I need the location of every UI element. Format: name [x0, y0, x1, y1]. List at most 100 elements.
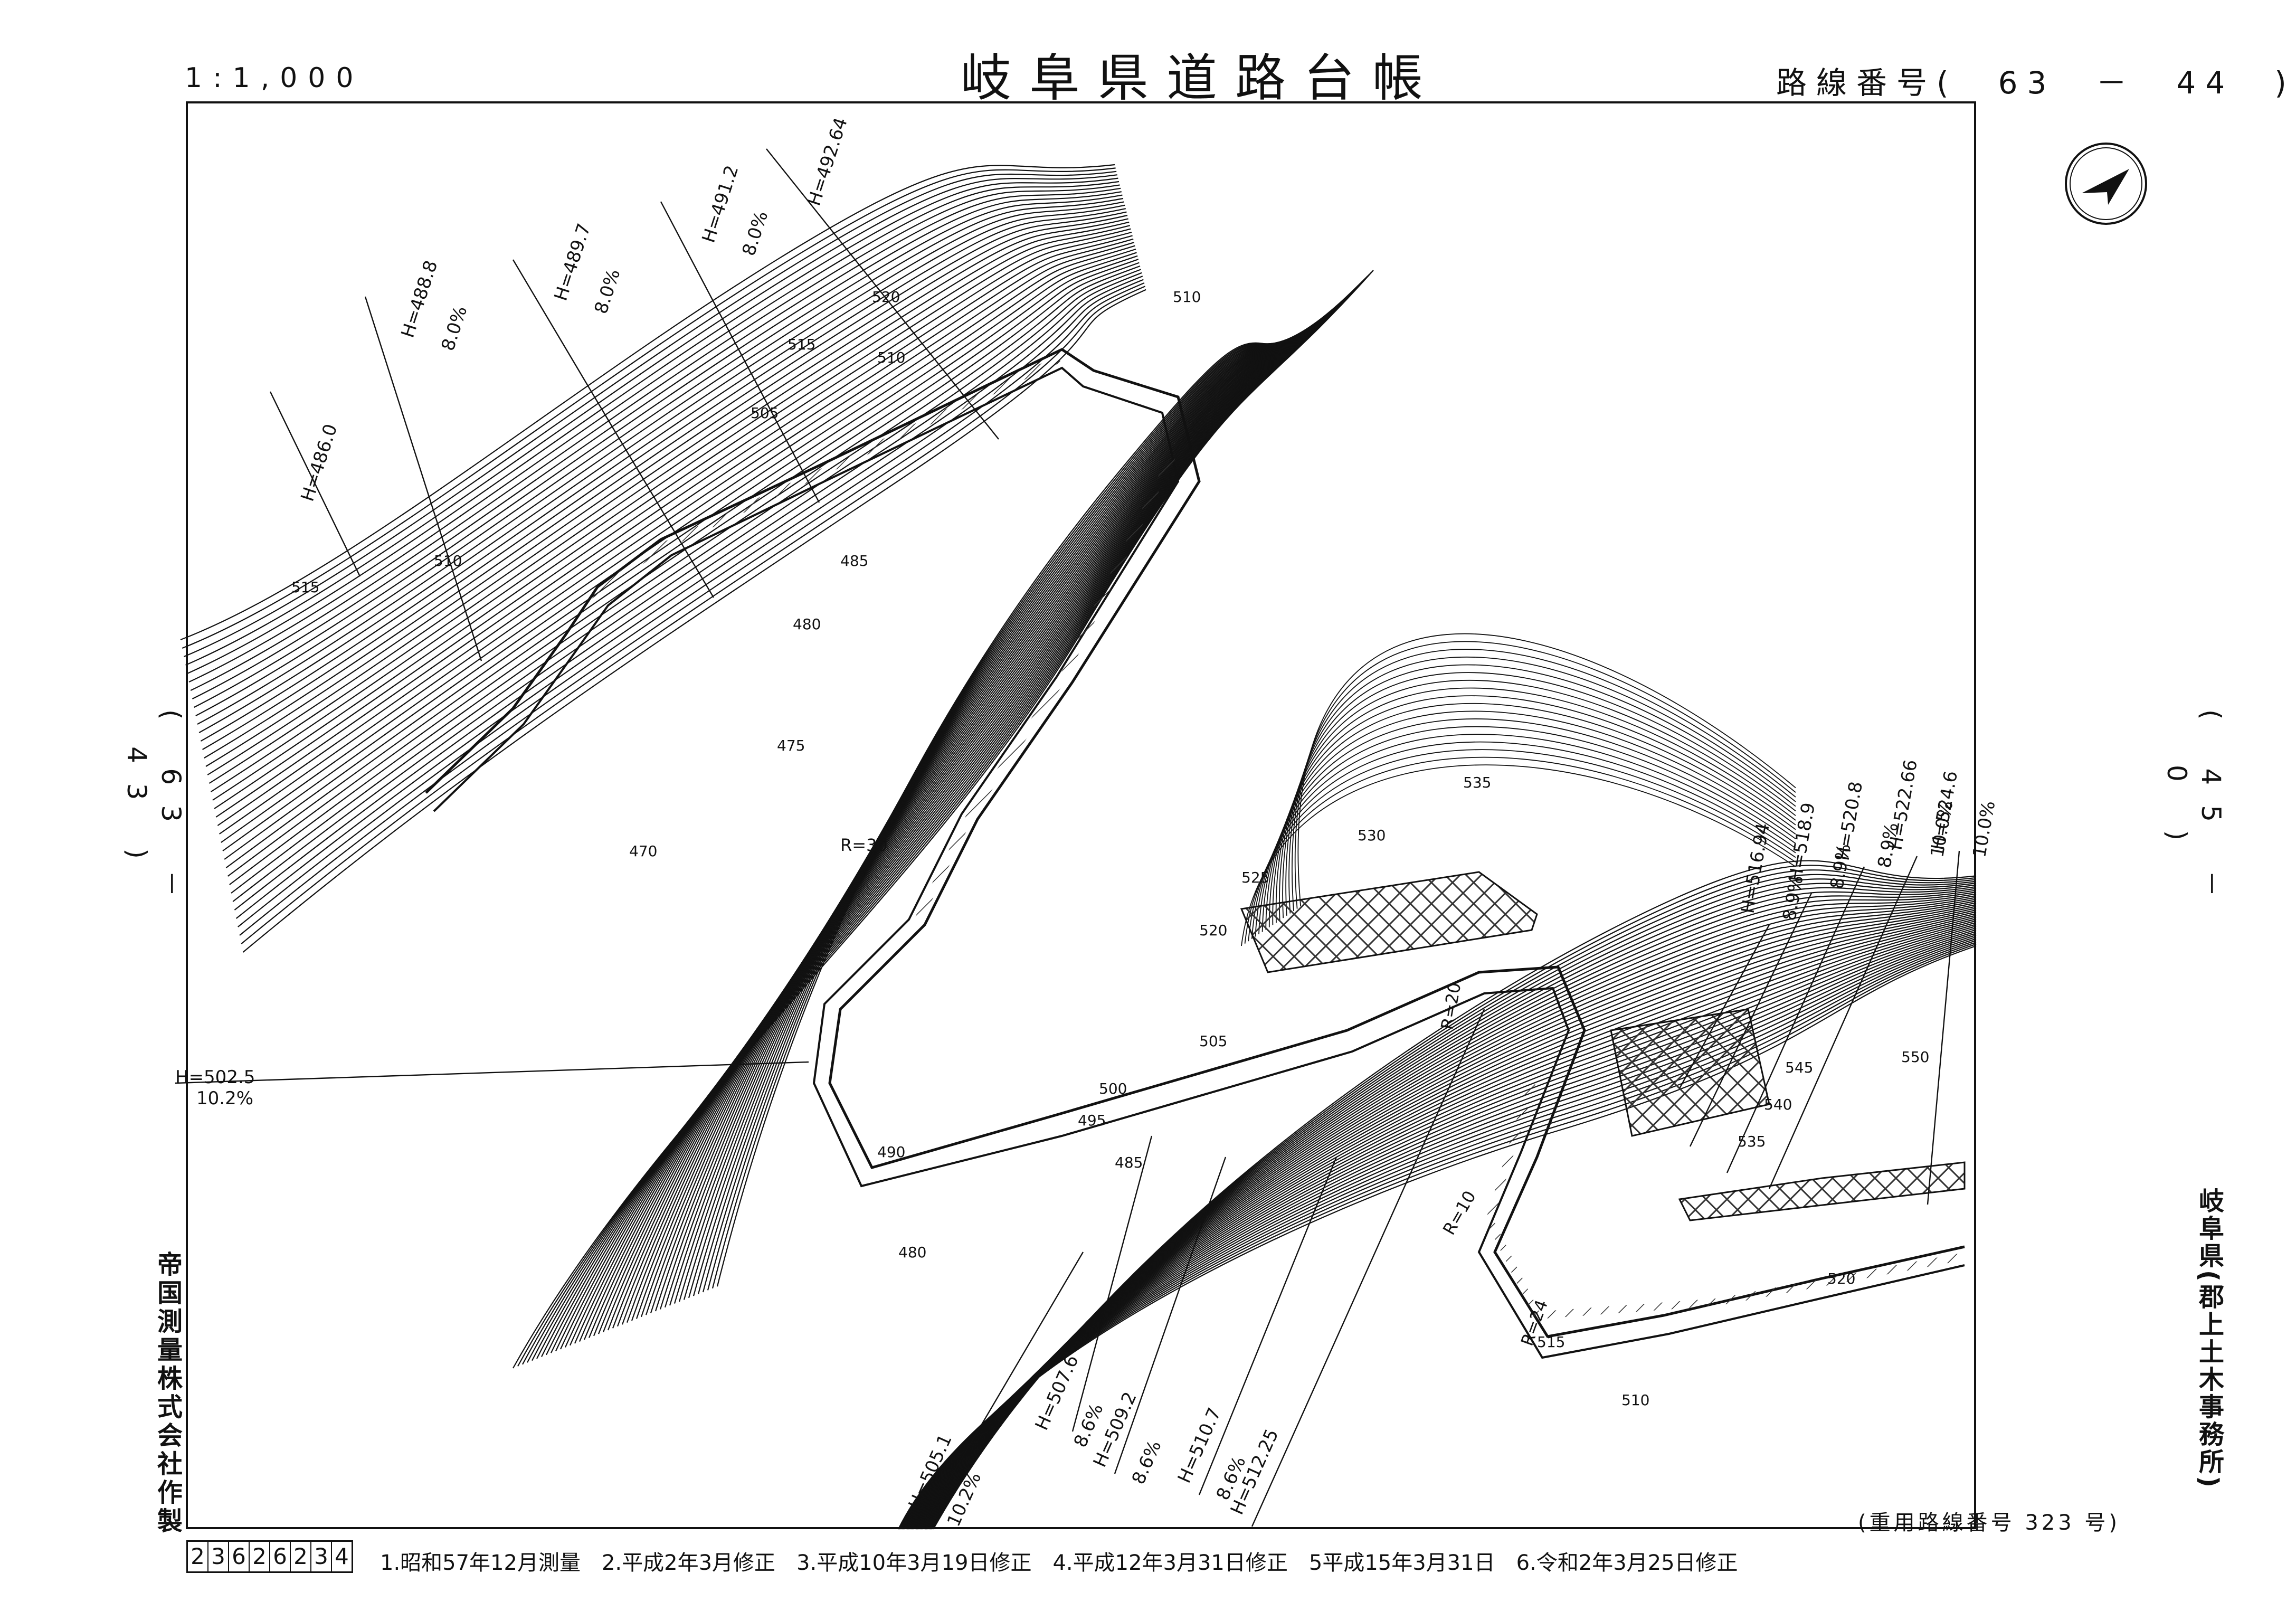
contour-line — [564, 290, 1353, 1348]
contour-line — [900, 940, 1977, 1530]
wall-block-upper — [1240, 871, 1538, 973]
contour-elevation-label: 535 — [1738, 1133, 1766, 1150]
contour-elevation-label: 490 — [877, 1143, 905, 1161]
station-leader-line — [766, 148, 999, 440]
contour-line — [541, 281, 1363, 1357]
contour-line — [232, 269, 1141, 902]
contour-line — [673, 334, 1309, 1304]
contour-line — [678, 336, 1307, 1302]
contour-line — [182, 167, 1116, 649]
contour-line — [241, 286, 1146, 944]
contour-line — [222, 248, 1136, 851]
contour-line — [202, 208, 1126, 750]
contour-line — [208, 221, 1130, 784]
contour-line — [214, 231, 1132, 809]
contour-line — [1297, 633, 1796, 907]
revision-note: 4.平成12年3月31日修正 — [1052, 1551, 1288, 1575]
sheet-code-digit: 4 — [335, 1543, 349, 1569]
contour-line — [192, 187, 1121, 699]
station-elevation-label: H=524.6 — [1927, 770, 1962, 852]
wall-block-slope — [1610, 1008, 1770, 1137]
station-leader-line — [269, 391, 361, 577]
revision-note: 6.令和2年3月25日修正 — [1516, 1551, 1738, 1575]
page-title: 岐阜県道路台帳 — [961, 49, 1441, 108]
contour-line — [185, 174, 1117, 666]
station-elevation-label: H=492.64 — [804, 115, 852, 208]
contour-elevation-label: 520 — [1199, 922, 1227, 939]
revision-note: 1.昭和57年12月測量 — [380, 1551, 581, 1575]
station-leaders — [175, 148, 1960, 1527]
contour-line — [669, 332, 1311, 1306]
contour-line — [626, 315, 1329, 1323]
contour-line — [607, 308, 1336, 1331]
contour-line — [1292, 649, 1796, 912]
contour-line — [238, 279, 1144, 927]
north-arrow-icon — [2065, 143, 2147, 225]
contour-line — [692, 342, 1302, 1296]
contour-line — [217, 238, 1134, 826]
revision-note: 5平成15年3月31日 — [1308, 1551, 1495, 1575]
contour-line — [593, 302, 1342, 1336]
route-number: 路線番号( 63 － 44 ) — [1776, 65, 2296, 101]
contour-line — [234, 272, 1142, 911]
station-grade-label: 8.0% — [738, 208, 773, 259]
contour-elevation-label: 515 — [1537, 1333, 1565, 1351]
contour-line — [933, 860, 1977, 1530]
curve-radius-label: R=10 — [1439, 1187, 1480, 1238]
contour-elevation-label: 485 — [1115, 1154, 1143, 1171]
contour-line — [197, 197, 1124, 725]
contour-elevation-label: 485 — [840, 552, 868, 570]
adjacent-sheet-left: ( 63 － 43 ) — [121, 709, 186, 917]
station-leader-line — [1768, 856, 1918, 1189]
contour-line — [664, 330, 1313, 1308]
station-grade-label: 10.0% — [1969, 799, 1999, 859]
contour-line — [555, 287, 1357, 1352]
contour-label-group: 5205155105054854804754705355305255205055… — [291, 288, 1929, 1409]
station-leader-line — [1251, 1009, 1485, 1527]
contour-elevation-label: 540 — [1764, 1096, 1792, 1113]
contour-line — [635, 319, 1324, 1319]
contour-line — [688, 340, 1303, 1298]
contour-lines — [180, 164, 1977, 1530]
sheet-code-digit: 6 — [270, 1542, 291, 1571]
sheet-code-digit: 6 — [229, 1542, 250, 1571]
station-elevation-label: H=491.2 — [698, 163, 743, 245]
contour-line — [225, 255, 1138, 868]
road-guard-hatch-3 — [1485, 1082, 1966, 1320]
station-elevation-label: H=522.66 — [1885, 758, 1921, 851]
revision-note: 3.平成10年3月19日修正 — [796, 1551, 1032, 1575]
contour-line — [211, 225, 1131, 792]
station-grade-label: 8.0% — [591, 267, 625, 317]
contour-line — [560, 289, 1355, 1350]
station-elevation-label: H=520.8 — [1832, 780, 1867, 862]
contour-line — [188, 181, 1119, 682]
station-grade-label: 8.0% — [438, 304, 472, 354]
station-leader-line — [364, 296, 482, 661]
station-leader-line — [1689, 893, 1813, 1147]
contour-line — [198, 201, 1124, 733]
contour-elevation-label: 475 — [777, 737, 805, 754]
station-leader-line — [1198, 1157, 1337, 1495]
contour-line — [187, 177, 1118, 675]
contour-line — [621, 313, 1330, 1325]
station-leader-line — [924, 1252, 1084, 1522]
contour-elevation-label: 480 — [793, 615, 821, 633]
contour-line — [205, 214, 1128, 767]
sheet-code-digit: 2 — [291, 1542, 311, 1571]
contour-line — [898, 943, 1977, 1530]
contour-line — [227, 259, 1139, 877]
contour-elevation-label: 545 — [1785, 1059, 1813, 1076]
contour-line — [683, 338, 1305, 1300]
station-elevation-label: H=488.8 — [397, 258, 442, 340]
contour-elevation-label: 520 — [1827, 1270, 1855, 1287]
contour-elevation-label: 505 — [1199, 1032, 1227, 1050]
contour-elevation-label: 510 — [434, 552, 462, 570]
road-edge-outer — [425, 348, 1965, 1338]
wall-block-right — [1678, 1161, 1966, 1221]
station-grade-label: 8.6% — [1128, 1437, 1166, 1487]
contour-line — [659, 328, 1315, 1310]
contour-line — [569, 292, 1351, 1346]
contour-line — [645, 323, 1321, 1315]
map-scale: 1:1,000 — [185, 62, 364, 94]
contour-line — [551, 285, 1359, 1353]
